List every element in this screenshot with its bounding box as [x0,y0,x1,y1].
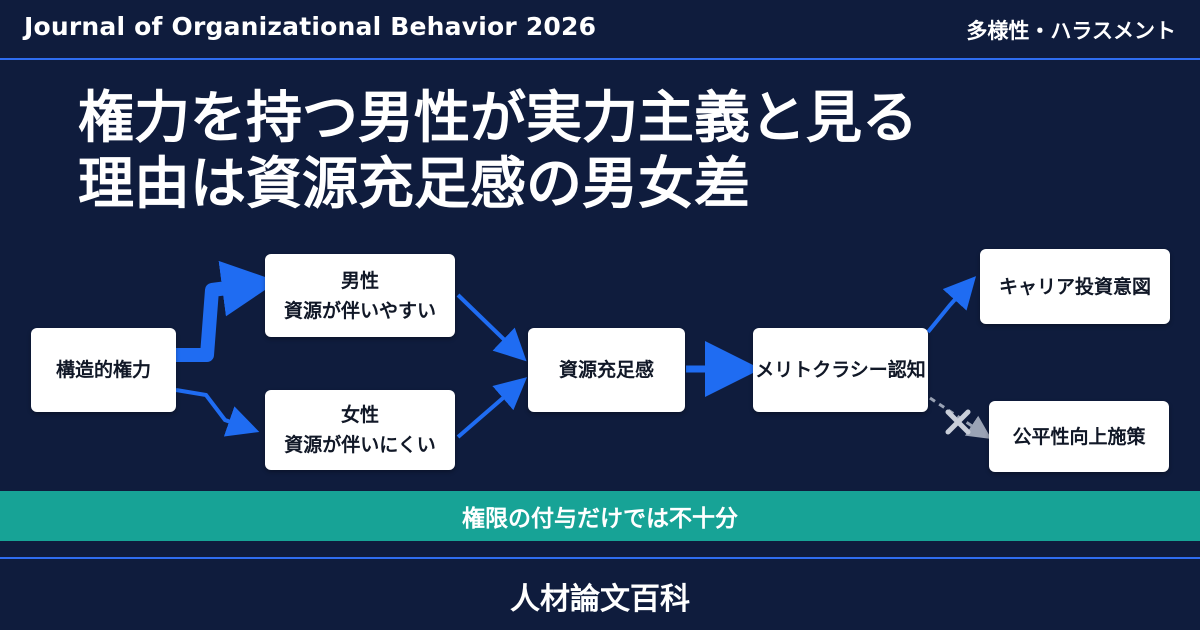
node-structural-power: 構造的権力 [31,328,176,412]
node-female-resource: 資源が伴いにくい [284,434,436,456]
block-x-icon [945,409,971,435]
arrow-power-to-male [176,260,278,362]
footer-divider [0,557,1200,559]
header-bar: Journal of Organizational Behavior 2026 … [0,0,1200,60]
node-meritocracy-label: メリトクラシー認知 [755,359,926,381]
node-male-resource: 資源が伴いやすい [283,299,436,322]
node-female: 女性 資源が伴いにくい [265,390,455,470]
page-title: 権力を持つ男性が実力主義と見る 理由は資源充足感の男女差 [78,86,1178,218]
diagram-arrows [175,260,992,439]
node-resource-sufficiency: 資源充足感 [528,328,685,412]
node-resource-sufficiency-label: 資源充足感 [558,359,654,381]
title-line-2: 理由は資源充足感の男女差 [78,152,750,217]
path-diagram: 構造的権力 男性 資源が伴いやすい 女性 資源が伴いにくい 資源充足感 メリトク… [0,240,1200,480]
site-footer: 人材論文百科 [510,582,690,617]
arrow-male-to-sufficiency [456,293,527,362]
node-fairness-policy-label: 公平性向上施策 [1012,425,1146,448]
takeaway-banner: 権限の付与だけでは不十分 [0,491,1200,541]
arrow-power-to-female [175,388,260,437]
node-career-investment-label: キャリア投資意図 [998,275,1151,298]
category-label: 多様性・ハラスメント [966,19,1176,43]
arrow-female-to-sufficiency [456,377,528,439]
arrow-meritocracy-to-fairness [929,396,992,439]
node-fairness-policy: 公平性向上施策 [989,401,1169,472]
node-female-gender: 女性 [340,404,379,426]
node-career-investment: キャリア投資意図 [980,249,1170,324]
arrow-meritocracy-to-career [926,276,977,334]
node-meritocracy: メリトクラシー認知 [753,328,928,412]
title-line-1: 権力を持つ男性が実力主義と見る [78,86,918,151]
node-male: 男性 資源が伴いやすい [265,254,455,337]
node-structural-power-label: 構造的権力 [55,359,151,381]
journal-name: Journal of Organizational Behavior 2026 [24,12,597,41]
node-male-gender: 男性 [340,269,379,292]
